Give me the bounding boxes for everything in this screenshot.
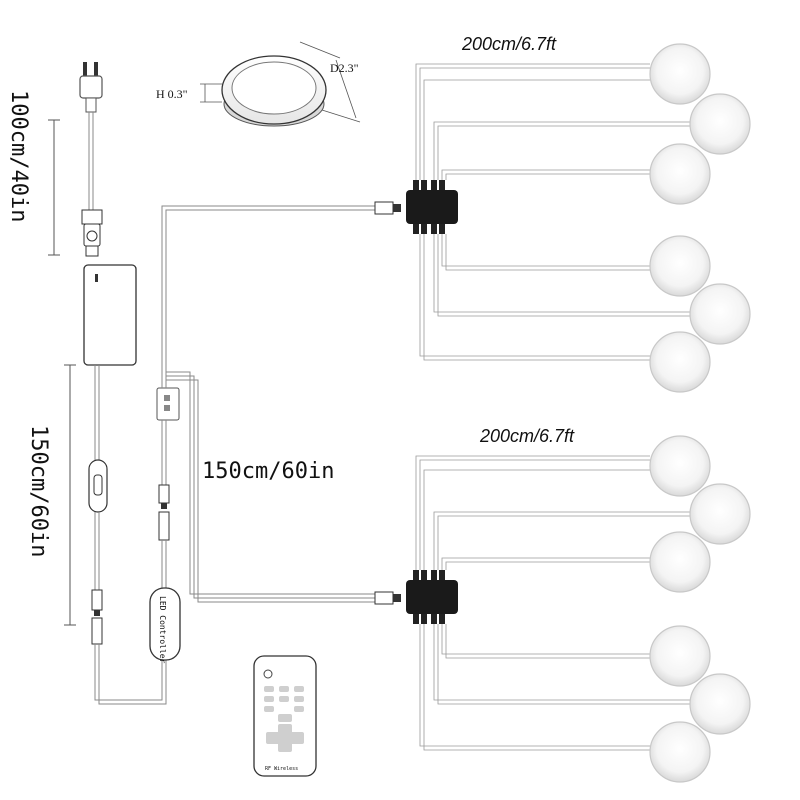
height-label: H 0.3" [156, 87, 188, 101]
cable-splitter-block [156, 387, 180, 421]
remote-label: RF Wireless [265, 766, 298, 772]
controller-cord-label: 150cm/60in [202, 459, 334, 484]
power-icon [263, 669, 273, 679]
power-plug [79, 62, 103, 113]
light-puck [649, 143, 711, 205]
power-adapter [83, 264, 137, 366]
rf-remote: RF Wireless [253, 655, 317, 777]
cable-top-label: 200cm/6.7ft [461, 34, 557, 54]
bottom-group-wires [415, 455, 690, 751]
cord-connector [81, 209, 103, 257]
light-puck [689, 673, 751, 735]
light-puck [649, 531, 711, 593]
top-group-lights [649, 43, 751, 393]
dc-jack-bottom [374, 591, 401, 605]
light-puck [649, 43, 711, 105]
light-puck [689, 483, 751, 545]
led-controller: LED Controller [149, 587, 181, 664]
inline-switch [88, 459, 108, 513]
light-puck [649, 331, 711, 393]
dc-plug-left [91, 589, 103, 645]
plug-cord-dimension [48, 119, 60, 256]
light-puck [689, 283, 751, 345]
bottom-group-lights [649, 435, 751, 783]
light-puck [649, 625, 711, 687]
cable-bottom-label: 200cm/6.7ft [479, 426, 575, 446]
plug-cord-label: 100cm/40in [6, 90, 31, 222]
switch-cord-label: 150cm/60in [26, 425, 51, 557]
puck-dimension-illustration [200, 41, 361, 127]
light-puck [649, 435, 711, 497]
controller-label: LED Controller [158, 596, 167, 664]
light-puck [689, 93, 751, 155]
switch-cord-dimension [64, 364, 76, 626]
dc-jack-top [374, 201, 401, 215]
light-puck [649, 721, 711, 783]
dc-plug-middle [158, 484, 170, 541]
distribution-hub-top [406, 180, 458, 234]
diameter-label: D2.3" [330, 61, 359, 75]
distribution-hub-bottom [406, 570, 458, 624]
light-puck [649, 235, 711, 297]
top-group-wires [415, 63, 690, 361]
